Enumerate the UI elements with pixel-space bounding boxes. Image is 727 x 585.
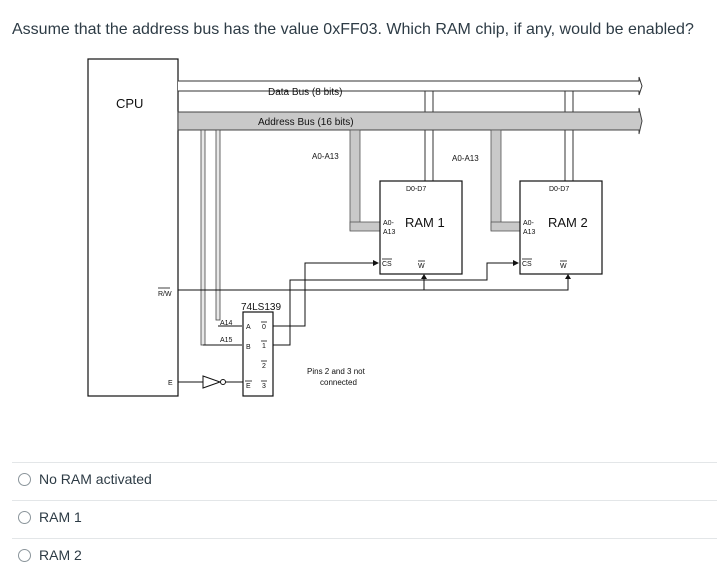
cpu-box <box>87 58 179 397</box>
ram1-data-label: D0-D7 <box>406 186 426 193</box>
option-label: RAM 1 <box>39 509 82 525</box>
ram2-data-label: D0-D7 <box>549 186 569 193</box>
rw-line <box>178 276 569 291</box>
decoder-out3: 3 <box>262 383 266 390</box>
address-bus-label: Address Bus (16 bits) <box>258 117 354 128</box>
ram1-addr-drop-v <box>349 129 361 231</box>
ram2-addr-drop-h <box>490 221 521 232</box>
addr-lines-label-1: A0-A13 <box>312 152 339 161</box>
address-bus <box>177 107 643 135</box>
option-no-ram[interactable]: No RAM activated <box>18 468 152 490</box>
out0-to-ram1-cs <box>273 262 375 327</box>
ram2-name: RAM 2 <box>548 215 588 230</box>
note-line2: connected <box>320 378 357 387</box>
option-divider <box>12 500 717 501</box>
memory-diagram: CPU Data Bus (8 bits) Address Bus (16 bi… <box>13 44 717 412</box>
ram1-cs-label: CS <box>382 261 392 268</box>
ram2-box <box>519 180 603 275</box>
decoder-box <box>242 311 274 397</box>
a15-label: A15 <box>220 337 233 344</box>
ram1-addr-drop-h <box>349 221 381 232</box>
e-label: E <box>168 380 173 387</box>
out1-to-ram2-cs <box>273 262 515 346</box>
a14-drop <box>215 129 221 321</box>
ram1-box <box>379 180 463 275</box>
option-label: No RAM activated <box>39 471 152 487</box>
ram1-w-label: W <box>418 263 425 270</box>
data-bus-label: Data Bus (8 bits) <box>268 87 342 98</box>
rw-label: R/W <box>158 291 172 298</box>
ram2-cs-label: CS <box>522 261 532 268</box>
decoder-out1: 1 <box>262 343 266 350</box>
option-ram1[interactable]: RAM 1 <box>18 506 82 528</box>
cpu-label: CPU <box>116 96 143 111</box>
ram2-data-drop <box>564 90 574 182</box>
option-label: RAM 2 <box>39 547 82 563</box>
option-ram2[interactable]: RAM 2 <box>18 544 82 566</box>
ram2-addr-drop-v <box>490 129 502 231</box>
radio-button[interactable] <box>18 548 31 562</box>
decoder-pin-e: E <box>246 383 251 390</box>
decoder-label: 74LS139 <box>241 302 281 313</box>
ram1-name: RAM 1 <box>405 215 445 230</box>
decoder-pin-a: A <box>246 324 251 331</box>
inverter-icon <box>202 375 222 389</box>
option-divider <box>12 538 717 539</box>
option-divider <box>12 462 717 463</box>
decoder-out2: 2 <box>262 363 266 370</box>
question-text: Assume that the address bus has the valu… <box>12 21 694 38</box>
ram1-addr-bottom: A13 <box>383 229 396 236</box>
decoder-pin-b: B <box>246 344 251 351</box>
decoder-out0: 0 <box>262 324 266 331</box>
ram2-addr-top: A0- <box>523 220 535 227</box>
radio-button[interactable] <box>18 472 31 486</box>
radio-button[interactable] <box>18 510 31 524</box>
a14-label: A14 <box>220 320 233 327</box>
a15-drop <box>200 129 206 346</box>
addr-lines-label-2: A0-A13 <box>452 154 479 163</box>
note-line1: Pins 2 and 3 not <box>307 367 366 376</box>
ram2-w-label: W <box>560 263 567 270</box>
ram2-addr-bottom: A13 <box>523 229 536 236</box>
ram1-addr-top: A0- <box>383 220 395 227</box>
data-bus <box>178 76 643 96</box>
ram1-data-drop <box>424 90 434 182</box>
